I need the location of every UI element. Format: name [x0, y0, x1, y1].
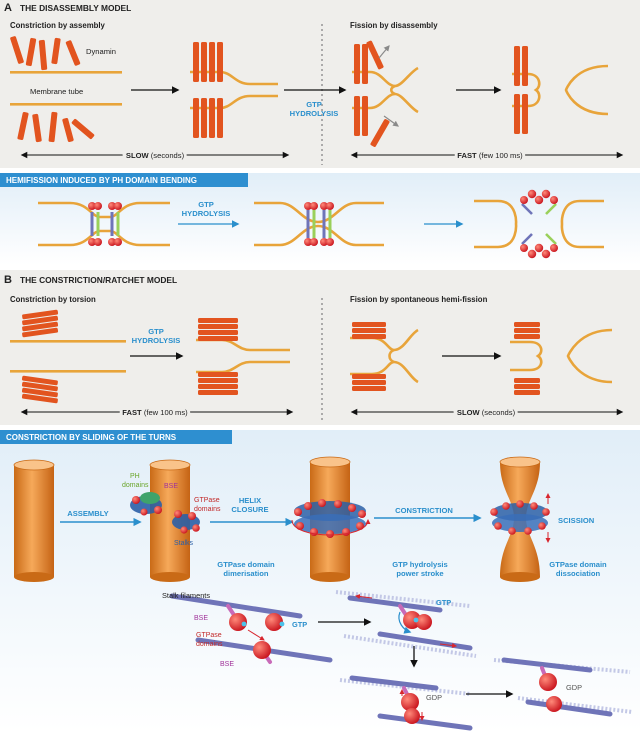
panel-a-title: THE DISASSEMBLY MODEL	[20, 3, 131, 13]
panel-b-gtp-line2: HYDROLYSIS	[132, 336, 181, 345]
panel-a-right-title: Fission by disassembly	[350, 21, 438, 30]
dimerisation-line2: dimerisation	[223, 569, 269, 578]
ph-domains-line1: PH	[130, 473, 140, 480]
hemifission-panel: HEMIFISSION INDUCED BY PH DOMAIN BENDING…	[0, 173, 640, 265]
panel-a-left-title: Constriction by assembly	[10, 21, 106, 30]
sliding-title: CONSTRICTION BY SLIDING OF THE TURNS	[6, 433, 177, 442]
constriction-label: CONSTRICTION	[395, 506, 453, 515]
scission-label: SCISSION	[558, 516, 594, 525]
gtpase-domains-line1: GTPase	[194, 497, 220, 504]
dynamin-cluster-2	[172, 510, 200, 534]
disassembling-tube	[352, 40, 419, 147]
fast-timescale-label-b: FAST (few 100 ms)	[122, 408, 188, 417]
panel-b-gtp-line1: GTP	[148, 327, 164, 336]
hemifission-header-bar	[0, 173, 248, 187]
gtpase-domains-line2: domains	[194, 506, 221, 513]
panel-b-letter: B	[4, 274, 12, 286]
power-stroke-line2: power stroke	[396, 569, 443, 578]
fissioned-tube	[512, 46, 609, 134]
dynamin-rods-loose	[10, 36, 95, 143]
dimerisation-line1: GTPase domain	[217, 560, 275, 569]
dissociation-line1: GTPase domain	[549, 560, 607, 569]
torsion-stage-1	[10, 309, 126, 404]
bse-label: BSE	[164, 483, 178, 490]
tube-3	[291, 456, 371, 582]
gtp-label-2: GTP	[436, 598, 451, 607]
tube-4	[490, 456, 551, 582]
panel-a: A THE DISASSEMBLY MODEL Constriction by …	[0, 0, 640, 168]
dynamin-label: Dynamin	[86, 47, 116, 56]
panel-b: B THE CONSTRICTION/RATCHET MODEL Constri…	[0, 270, 640, 425]
detail-bse-label: BSE	[194, 615, 208, 622]
dynamin-cluster-1	[130, 492, 162, 516]
assembly-label: ASSEMBLY	[67, 509, 109, 518]
helix-closure-line1: HELIX	[239, 496, 261, 505]
dissociation-line2: dissociation	[556, 569, 601, 578]
panel-b-title: THE CONSTRICTION/RATCHET MODEL	[20, 275, 177, 285]
dynamin-helix-4	[490, 493, 551, 543]
constricted-tube	[190, 42, 278, 138]
panel-b-right-title: Fission by spontaneous hemi-fission	[350, 295, 488, 304]
hemifission-stage-b	[350, 322, 419, 391]
gdp-label-1: GDP	[426, 693, 442, 702]
detail-power-stroke	[335, 590, 477, 658]
panel-a-gtp-line2: HYDROLYSIS	[290, 109, 339, 118]
hemi-gtp-line2: HYDROLYSIS	[182, 209, 231, 218]
detail-gdp	[339, 675, 473, 731]
panel-a-gtp-line1: GTP	[306, 100, 322, 109]
ph-domains-line2: domains	[122, 482, 149, 489]
panel-b-background	[0, 270, 640, 425]
dynamin-helix-3	[291, 499, 371, 538]
detail-bse2-label: BSE	[220, 661, 234, 668]
tube-2	[130, 459, 200, 582]
helix-closure-line2: CLOSURE	[231, 505, 268, 514]
gdp-label-2: GDP	[566, 683, 582, 692]
slow-timescale-label: SLOW (seconds)	[126, 151, 185, 160]
detail-dissociation	[493, 657, 633, 717]
gtp-label-1: GTP	[292, 620, 307, 629]
hemi-gtp-line1: GTP	[198, 200, 214, 209]
stalks-label: Stalks	[174, 540, 194, 547]
torsion-stage-2	[196, 318, 290, 395]
fast-timescale-label: FAST (few 100 ms)	[457, 151, 523, 160]
detail-gtpase-line2: domains	[196, 641, 223, 648]
membrane-tube-straight	[10, 71, 122, 106]
stalk-filaments-label: Stalk filaments	[162, 591, 210, 600]
tube-1	[13, 459, 55, 582]
detail-gtpase-line1: GTPase	[196, 632, 222, 639]
slow-timescale-label-b: SLOW (seconds)	[457, 408, 516, 417]
detail-dimerisation	[169, 593, 333, 664]
panel-a-letter: A	[4, 2, 12, 14]
panel-a-background	[0, 0, 640, 168]
membrane-tube-label: Membrane tube	[30, 87, 83, 96]
fissioned-stage-b	[510, 322, 613, 395]
sliding-panel: CONSTRICTION BY SLIDING OF THE TURNS ASS…	[0, 430, 640, 732]
power-stroke-line1: GTP hydrolysis	[392, 560, 448, 569]
hemi-stage-1	[38, 201, 170, 247]
hemi-stage-2	[254, 201, 384, 247]
hemi-stage-3	[474, 189, 604, 259]
sliding-header-bar	[0, 430, 232, 444]
hemifission-title: HEMIFISSION INDUCED BY PH DOMAIN BENDING	[6, 176, 197, 185]
panel-b-left-title: Constriction by torsion	[10, 295, 96, 304]
hemifission-background	[0, 173, 640, 265]
